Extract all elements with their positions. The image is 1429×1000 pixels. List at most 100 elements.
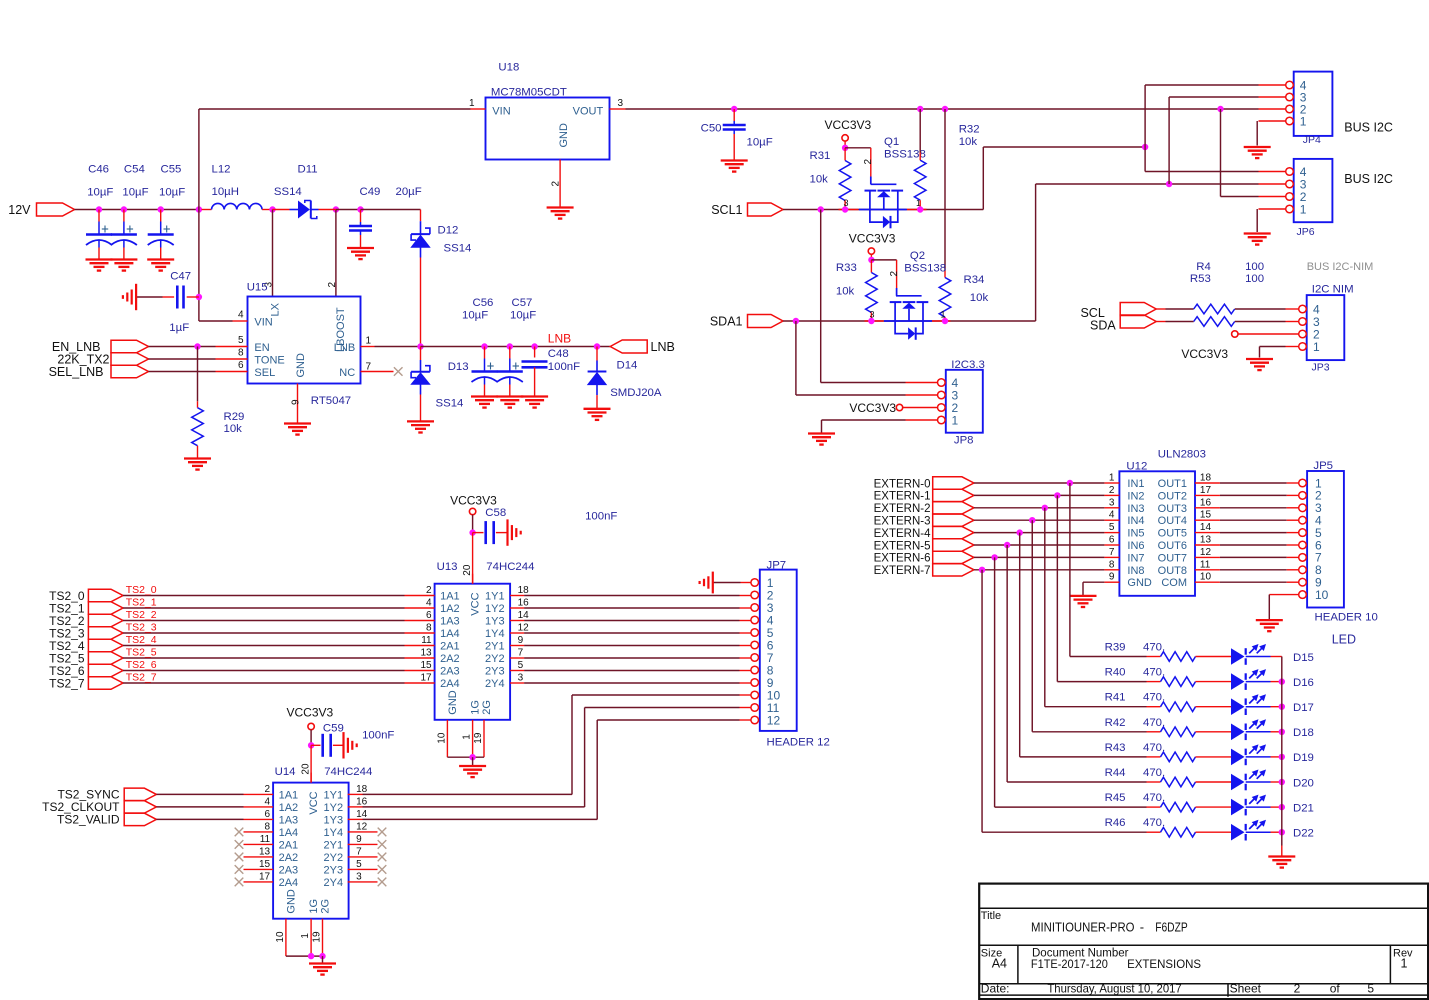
svg-text:1Y1: 1Y1 <box>324 789 344 801</box>
svg-text:10µH: 10µH <box>212 186 239 198</box>
svg-text:5: 5 <box>1367 982 1374 996</box>
svg-text:2A3: 2A3 <box>279 864 299 876</box>
svg-text:1A2: 1A2 <box>279 802 299 814</box>
svg-text:1A3: 1A3 <box>440 616 460 628</box>
svg-text:Date:: Date: <box>981 982 1010 996</box>
svg-text:5: 5 <box>238 335 244 346</box>
svg-text:R34: R34 <box>964 274 985 286</box>
svg-text:R31: R31 <box>810 150 831 162</box>
svg-text:3: 3 <box>356 871 362 882</box>
svg-text:2A1: 2A1 <box>279 839 299 851</box>
svg-text:TS2_1: TS2_1 <box>126 597 157 609</box>
svg-text:C58: C58 <box>485 507 506 519</box>
svg-text:TS2_1: TS2_1 <box>49 601 85 615</box>
svg-text:BUS I2C: BUS I2C <box>1344 121 1393 135</box>
svg-text:5: 5 <box>518 660 524 671</box>
svg-text:1Y4: 1Y4 <box>485 628 505 640</box>
svg-text:OUT3: OUT3 <box>1158 503 1187 515</box>
svg-text:10: 10 <box>1200 572 1212 583</box>
svg-text:TS2_2: TS2_2 <box>49 614 85 628</box>
svg-text:JP4: JP4 <box>1303 134 1321 146</box>
svg-text:2: 2 <box>327 282 338 288</box>
svg-text:13: 13 <box>1200 535 1212 546</box>
svg-text:470.: 470. <box>1143 792 1165 804</box>
svg-text:EXTERN-6: EXTERN-6 <box>874 553 931 565</box>
svg-text:2: 2 <box>551 181 562 187</box>
svg-text:1: 1 <box>300 933 311 939</box>
svg-text:Size: Size <box>981 948 1002 960</box>
svg-text:1Y2: 1Y2 <box>485 603 505 615</box>
svg-text:470.: 470. <box>1143 642 1165 654</box>
svg-text:10µF: 10µF <box>510 310 536 322</box>
svg-text:1: 1 <box>1300 114 1307 128</box>
svg-text:4: 4 <box>238 310 244 321</box>
svg-text:TS2_7: TS2_7 <box>126 672 157 684</box>
svg-text:10µF: 10µF <box>747 137 773 149</box>
svg-text:7: 7 <box>767 651 774 665</box>
svg-text:IN7: IN7 <box>1127 552 1144 564</box>
svg-text:LBOOST: LBOOST <box>335 307 347 352</box>
svg-text:U13: U13 <box>437 561 458 573</box>
svg-text:R53: R53 <box>1190 273 1211 285</box>
svg-text:JP7: JP7 <box>767 560 787 572</box>
svg-text:U12: U12 <box>1126 461 1147 473</box>
svg-text:I2C NIM: I2C NIM <box>1312 284 1354 296</box>
svg-text:11: 11 <box>421 635 432 646</box>
svg-text:C49: C49 <box>360 186 381 198</box>
svg-text:C47: C47 <box>170 271 191 283</box>
svg-text:1: 1 <box>462 734 473 740</box>
svg-text:2Y3: 2Y3 <box>485 666 505 678</box>
svg-text:R32: R32 <box>959 124 980 136</box>
svg-text:5: 5 <box>767 626 774 640</box>
svg-text:20: 20 <box>301 763 312 775</box>
svg-text:10: 10 <box>1315 588 1329 602</box>
svg-text:C56: C56 <box>473 297 494 309</box>
svg-text:2Y1: 2Y1 <box>485 641 505 653</box>
svg-text:2A1: 2A1 <box>440 641 460 653</box>
svg-text:R44: R44 <box>1105 767 1126 779</box>
svg-text:100: 100 <box>1245 261 1264 273</box>
svg-text:R45: R45 <box>1105 792 1126 804</box>
svg-text:12: 12 <box>767 713 781 727</box>
svg-text:GND: GND <box>286 889 298 914</box>
svg-text:3: 3 <box>1315 501 1322 515</box>
svg-text:2: 2 <box>265 784 271 795</box>
svg-text:4: 4 <box>767 613 774 627</box>
svg-text:10µF: 10µF <box>462 310 488 322</box>
svg-text:TS2_SYNC: TS2_SYNC <box>57 788 119 802</box>
svg-text:12V: 12V <box>8 203 31 217</box>
svg-text:3: 3 <box>518 673 524 684</box>
svg-text:100nF: 100nF <box>585 511 617 523</box>
svg-text:D18: D18 <box>1293 727 1314 739</box>
svg-text:LNB: LNB <box>651 340 675 354</box>
svg-text:17: 17 <box>420 673 432 684</box>
svg-text:10: 10 <box>436 732 447 744</box>
svg-text:1: 1 <box>1109 473 1115 484</box>
svg-text:10µF: 10µF <box>87 187 113 199</box>
svg-text:2A4: 2A4 <box>440 678 460 690</box>
svg-text:10µF: 10µF <box>159 187 185 199</box>
svg-text:VCC3V3: VCC3V3 <box>1181 347 1228 361</box>
svg-text:R4: R4 <box>1196 261 1211 273</box>
svg-text:TS2_6: TS2_6 <box>49 664 85 678</box>
svg-text:13: 13 <box>420 648 432 659</box>
svg-text:12: 12 <box>518 623 530 634</box>
svg-text:TS2_5: TS2_5 <box>49 651 85 665</box>
svg-text:Q1: Q1 <box>884 136 899 148</box>
svg-text:8: 8 <box>238 348 244 359</box>
svg-text:1A1: 1A1 <box>279 789 299 801</box>
svg-text:4: 4 <box>952 376 959 390</box>
svg-text:R42: R42 <box>1105 717 1126 729</box>
svg-text:LNB: LNB <box>334 342 355 354</box>
svg-text:IN2: IN2 <box>1127 490 1144 502</box>
svg-text:EN_LNB: EN_LNB <box>52 340 101 354</box>
svg-text:1A3: 1A3 <box>279 814 299 826</box>
svg-text:1A2: 1A2 <box>440 603 460 615</box>
svg-text:1: 1 <box>469 98 475 109</box>
svg-text:9: 9 <box>1315 576 1322 590</box>
svg-text:2Y2: 2Y2 <box>324 852 344 864</box>
svg-text:I2C3.3: I2C3.3 <box>951 359 985 371</box>
svg-text:2Y2: 2Y2 <box>485 653 505 665</box>
svg-text:100nF: 100nF <box>362 730 394 742</box>
svg-text:IN3: IN3 <box>1127 503 1144 515</box>
